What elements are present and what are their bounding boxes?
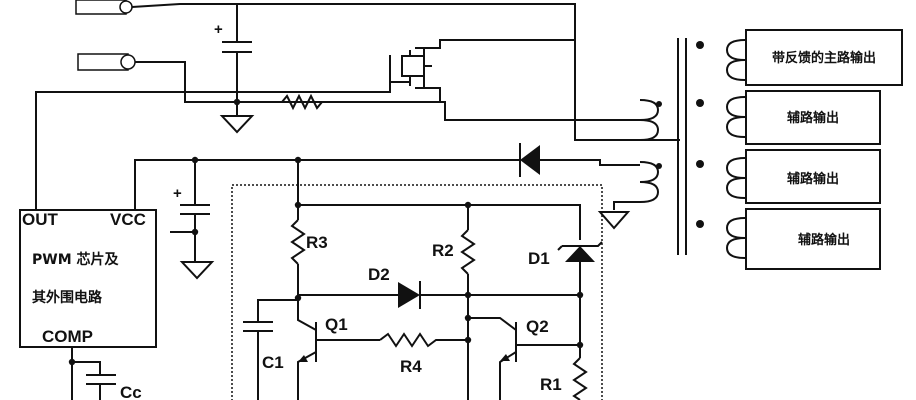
pwm-chip-block: OUT VCC PWM 芯片及 其外围电路 COMP — [19, 209, 157, 348]
sense-resistor — [270, 93, 335, 111]
aux-winding — [597, 161, 662, 230]
vcc-feed-wire — [134, 159, 640, 210]
pwm-pin-comp: COMP — [42, 327, 93, 346]
label-r4: R4 — [400, 357, 422, 376]
resistor-r4: R4 — [379, 332, 468, 376]
input-terminal-bottom — [77, 53, 136, 71]
resistor-r1: R1 — [540, 345, 588, 400]
resistor-r3: R3 — [290, 160, 328, 300]
vcc-capacitor: + — [170, 160, 215, 280]
label-r3: R3 — [306, 233, 328, 252]
output-main-label: 带反馈的主路输出 — [772, 50, 876, 66]
label-r1: R1 — [540, 375, 562, 394]
output-aux-1: 辅路输出 — [745, 90, 881, 145]
primary-winding — [639, 99, 662, 141]
label-cc: Cc — [120, 383, 142, 400]
output-aux-3: 辅路输出 — [745, 208, 881, 270]
transistor-q1: Q1 — [297, 300, 380, 400]
capacitor-c1: C1 — [243, 299, 298, 400]
comp-network: Cc — [71, 347, 142, 400]
transistor-q2: Q2 — [468, 317, 580, 400]
output-aux-1-label: 辅路输出 — [787, 110, 839, 126]
top-rail — [131, 3, 680, 141]
transformer-core — [677, 38, 687, 255]
output-main: 带反馈的主路输出 — [745, 29, 903, 86]
label-q1: Q1 — [325, 315, 348, 334]
input-terminal-top — [75, 0, 133, 15]
input-capacitor: + — [214, 4, 252, 102]
pwm-pin-out: OUT — [22, 210, 59, 229]
feedback-enclosure — [231, 184, 603, 400]
pwm-title-line1: PWM 芯片及 — [32, 251, 120, 268]
label-q2: Q2 — [526, 317, 549, 336]
pwm-pin-vcc: VCC — [110, 210, 146, 229]
pwm-title-line2: 其外围电路 — [32, 289, 103, 306]
label-r2: R2 — [432, 241, 454, 260]
ground-symbol-input — [219, 102, 255, 134]
label-d2: D2 — [368, 265, 390, 284]
resistor-r2: R2 — [432, 205, 476, 400]
output-aux-2: 辅路输出 — [745, 149, 881, 204]
output-aux-3-label: 辅路输出 — [798, 232, 850, 248]
diode-d2: D2 — [298, 265, 580, 309]
mosfet-switch — [389, 39, 575, 102]
label-d1: D1 — [528, 249, 550, 268]
secondary-windings — [696, 39, 746, 259]
inner-top-rail — [298, 204, 581, 240]
input-cap-plus-label: + — [214, 21, 223, 38]
aux-diode — [519, 143, 540, 177]
label-c1: C1 — [262, 353, 284, 372]
vcc-cap-plus-label: + — [173, 185, 182, 202]
zener-d1: D1 — [528, 241, 603, 345]
gate-drive-wire — [35, 82, 391, 210]
output-aux-2-label: 辅路输出 — [787, 171, 839, 187]
